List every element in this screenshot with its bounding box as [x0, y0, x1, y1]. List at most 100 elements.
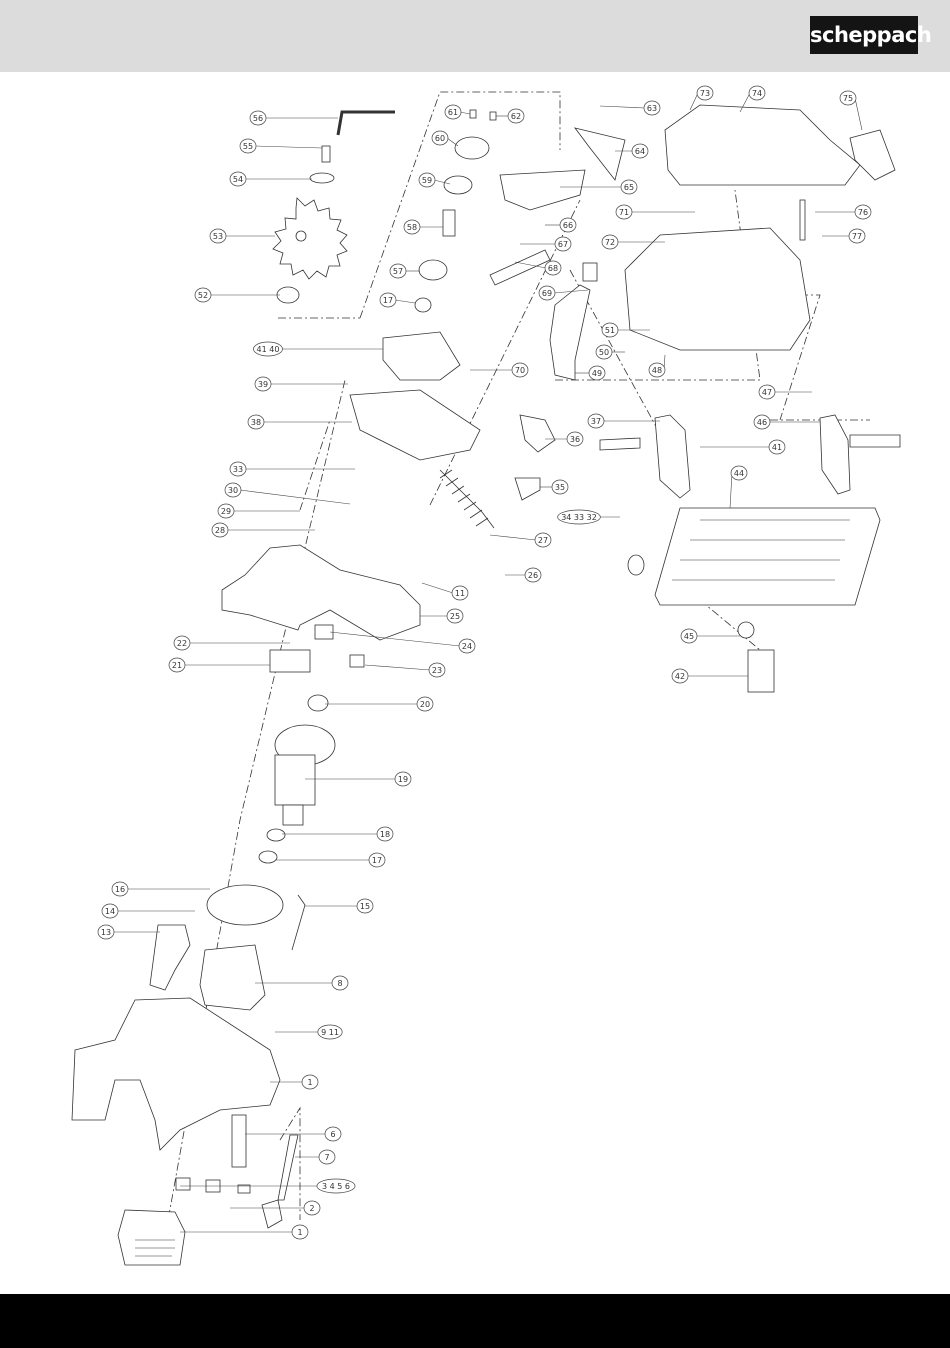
callout-c39: 39	[255, 377, 348, 391]
callout-c911: 9 11	[275, 1025, 342, 1039]
callout-number: 13	[101, 928, 111, 937]
callout-c75: 75	[840, 91, 862, 130]
leader-line	[240, 490, 350, 504]
callout-c7: 7	[295, 1150, 335, 1164]
scheppach-logo: scheppach	[810, 16, 918, 54]
leader-line	[855, 98, 862, 130]
callout-number: 20	[420, 700, 430, 709]
latch-part	[583, 263, 597, 281]
callout-number: 53	[213, 232, 223, 241]
leader-line	[395, 300, 415, 303]
callout-number: 63	[647, 104, 657, 113]
bearing-small-part	[267, 829, 285, 841]
pin-part	[800, 200, 805, 240]
callout-c30: 30	[225, 483, 350, 504]
wing-knob-part	[515, 478, 540, 500]
callout-number: 61	[448, 108, 458, 117]
callout-number: 75	[843, 94, 853, 103]
cord-part	[278, 1135, 298, 1200]
page-header: scheppach	[0, 0, 950, 72]
callout-number: 42	[675, 672, 685, 681]
callout-c57: 57	[390, 264, 420, 278]
callout-c25: 25	[420, 609, 463, 623]
dust-port-part	[850, 130, 895, 180]
cover-plate-part	[383, 332, 460, 380]
callout-c22: 22	[174, 636, 290, 650]
callout-c35: 35	[540, 480, 568, 494]
knob-part	[628, 555, 644, 575]
knob-right-part	[850, 435, 900, 447]
callout-c37: 37	[588, 414, 660, 428]
callout-number: 41	[772, 443, 782, 452]
hex-key-part	[338, 112, 395, 135]
callout-number: 72	[605, 238, 615, 247]
callout-number: 35	[555, 483, 565, 492]
callout-c29: 29	[218, 504, 300, 518]
callout-number: 23	[432, 666, 442, 675]
clamp-block-part	[748, 650, 774, 692]
callout-number: 18	[380, 830, 390, 839]
callout-number: 71	[619, 208, 629, 217]
bracket-part	[520, 415, 555, 452]
callout-number: 27	[538, 536, 548, 545]
callout-number: 57	[393, 267, 403, 276]
callout-number: 38	[251, 418, 261, 427]
callout-c46: 46	[754, 415, 820, 429]
callout-number: 30	[228, 486, 238, 495]
callout-number: 17	[383, 296, 393, 305]
callout-c56: 56	[250, 111, 338, 125]
callout-c1b: 1	[180, 1225, 308, 1239]
leader-line	[447, 138, 458, 146]
callout-c28: 28	[212, 523, 315, 537]
callout-number: 22	[177, 639, 187, 648]
callout-number: 15	[360, 902, 370, 911]
callout-number: 51	[605, 326, 615, 335]
base-plate-part	[655, 508, 880, 605]
bearing-seat-part	[259, 851, 277, 863]
spindle-parts	[415, 110, 496, 312]
callout-c45: 45	[681, 629, 740, 643]
callout-c42: 42	[672, 669, 748, 683]
terminal-a-part	[176, 1178, 190, 1190]
callout-c67: 67	[520, 237, 571, 251]
callout-c15: 15	[305, 899, 373, 913]
callout-number: 60	[435, 134, 445, 143]
callout-c58: 58	[404, 220, 443, 234]
callout-number: 49	[592, 369, 602, 378]
callout-number: 36	[570, 435, 580, 444]
callout-number: 74	[752, 89, 762, 98]
callout-number: 39	[258, 380, 268, 389]
upper-blade-guard-part	[665, 105, 860, 185]
callout-c19: 19	[305, 772, 411, 786]
callout-number: 46	[757, 418, 767, 427]
callout-number: 45	[684, 632, 694, 641]
callout-c71: 71	[616, 205, 695, 219]
callout-number: 67	[558, 240, 568, 249]
callout-number: 50	[599, 348, 609, 357]
callout-number: 34 33 32	[561, 513, 597, 522]
callout-c14: 14	[102, 904, 195, 918]
callout-c13: 13	[98, 925, 160, 939]
callout-number: 26	[528, 571, 538, 580]
callout-c4140: 41 40	[254, 342, 384, 356]
callout-number: 21	[172, 661, 182, 670]
callout-number: 54	[233, 175, 243, 184]
callout-number: 70	[515, 366, 525, 375]
callout-number: 37	[591, 417, 601, 426]
leader-line	[600, 106, 645, 108]
left-bracket-part	[655, 415, 690, 498]
right-bracket-part	[820, 415, 850, 494]
callout-number: 17	[372, 856, 382, 865]
callout-c24: 24	[330, 632, 475, 653]
callout-c11a: 11	[422, 583, 468, 600]
callout-c77: 77	[822, 229, 865, 243]
callout-c63: 63	[600, 101, 660, 115]
callout-c76: 76	[815, 205, 871, 219]
sleeve-part	[232, 1115, 246, 1167]
callout-number: 9 11	[321, 1028, 339, 1037]
spring-part	[440, 470, 494, 528]
callout-c27: 27	[490, 533, 551, 547]
stator-part	[200, 945, 265, 1010]
callout-c54: 54	[230, 172, 312, 186]
callout-c343332: 34 33 32	[558, 510, 620, 524]
